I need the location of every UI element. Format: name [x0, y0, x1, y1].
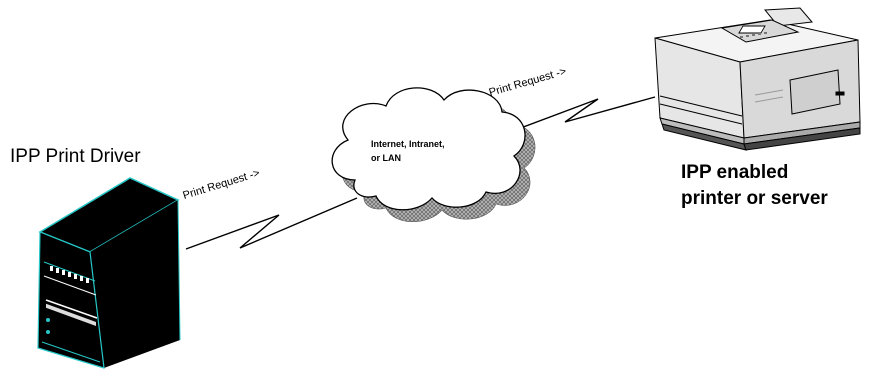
server-tower-icon [37, 177, 181, 369]
printer-label-line2: printer or server [681, 188, 828, 209]
network-cloud-icon [331, 87, 536, 222]
link-cloud-to-printer [509, 96, 656, 133]
cloud-label: Internet, Intranet, or LAN [371, 137, 445, 165]
printer-label-line1: IPP enabled [681, 162, 789, 183]
laser-printer-icon [654, 7, 861, 151]
printer-label: IPP enabled printer or server [681, 160, 828, 212]
link-driver-to-cloud [185, 197, 358, 250]
cloud-label-line2: or LAN [371, 153, 401, 163]
cloud-label-line1: Internet, Intranet, [371, 139, 445, 149]
driver-label: IPP Print Driver [10, 146, 141, 167]
